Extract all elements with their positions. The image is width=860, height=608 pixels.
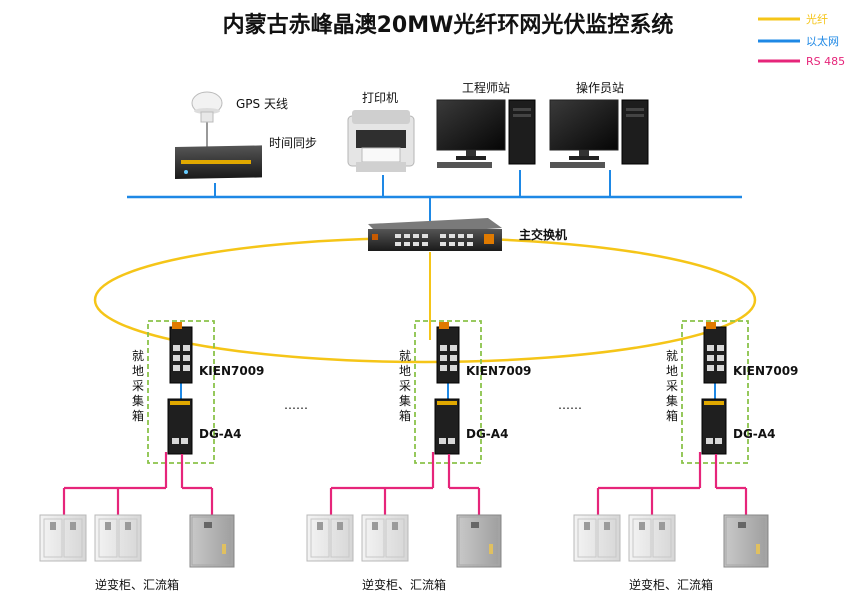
inverter-cabinet-icon <box>361 514 409 562</box>
combiner-box-icon <box>723 514 769 568</box>
gps-label: GPS 天线 <box>236 97 288 111</box>
collection-box-label: 就地采集箱 <box>399 349 411 423</box>
engineer-station-icon <box>436 99 536 168</box>
combiner-box-icon <box>189 514 235 568</box>
dg-a4-label: DG-A4 <box>733 427 775 441</box>
collection-box-label: 就地采集箱 <box>132 349 144 423</box>
collection-box-label: 就地采集箱 <box>666 349 678 423</box>
kien7009-switch-icon <box>169 322 193 384</box>
main-switch-icon <box>368 218 502 251</box>
kien7009-label: KIEN7009 <box>466 364 531 378</box>
printer-label: 打印机 <box>362 91 398 105</box>
diagram-title: 内蒙古赤峰晶澳20MW光纤环网光伏监控系统 <box>223 12 674 38</box>
inverter-cabinet-icon <box>39 514 87 562</box>
dg-a4-collector-icon <box>167 398 193 455</box>
kien7009-switch-icon <box>436 322 460 384</box>
engineer-station-label: 工程师站 <box>462 80 510 95</box>
inverter-cabinet-icon <box>306 514 354 562</box>
legend: 光纤 以太网 RS 485 <box>758 12 845 68</box>
legend-ethernet-label: 以太网 <box>806 35 839 48</box>
dg-a4-collector-icon <box>701 398 727 455</box>
time-sync-label: 时间同步 <box>269 136 317 150</box>
inverter-cabinet-icon <box>94 514 142 562</box>
fiber-ring <box>93 236 757 364</box>
dg-a4-collector-icon <box>434 398 460 455</box>
inverter-cabinet-icon <box>628 514 676 562</box>
kien7009-label: KIEN7009 <box>199 364 264 378</box>
dg-a4-label: DG-A4 <box>199 427 241 441</box>
kien7009-label: KIEN7009 <box>733 364 798 378</box>
ellipsis-left: …… <box>284 398 308 412</box>
combiner-box-icon <box>456 514 502 568</box>
equipment-label: 逆变柜、汇流箱 <box>95 577 179 592</box>
main-switch-label: 主交换机 <box>519 227 567 242</box>
legend-rs485-label: RS 485 <box>806 55 845 68</box>
printer-icon <box>347 110 415 172</box>
gps-antenna <box>191 91 223 150</box>
equipment-label: 逆变柜、汇流箱 <box>362 577 446 592</box>
kien7009-switch-icon <box>703 322 727 384</box>
ellipsis-right: …… <box>558 398 582 412</box>
legend-fiber-label: 光纤 <box>806 12 828 26</box>
operator-station-icon <box>549 99 649 168</box>
time-sync-device <box>175 145 262 179</box>
operator-station-label: 操作员站 <box>576 80 624 95</box>
dg-a4-label: DG-A4 <box>466 427 508 441</box>
inverter-cabinet-icon <box>573 514 621 562</box>
equipment-label: 逆变柜、汇流箱 <box>629 577 713 592</box>
